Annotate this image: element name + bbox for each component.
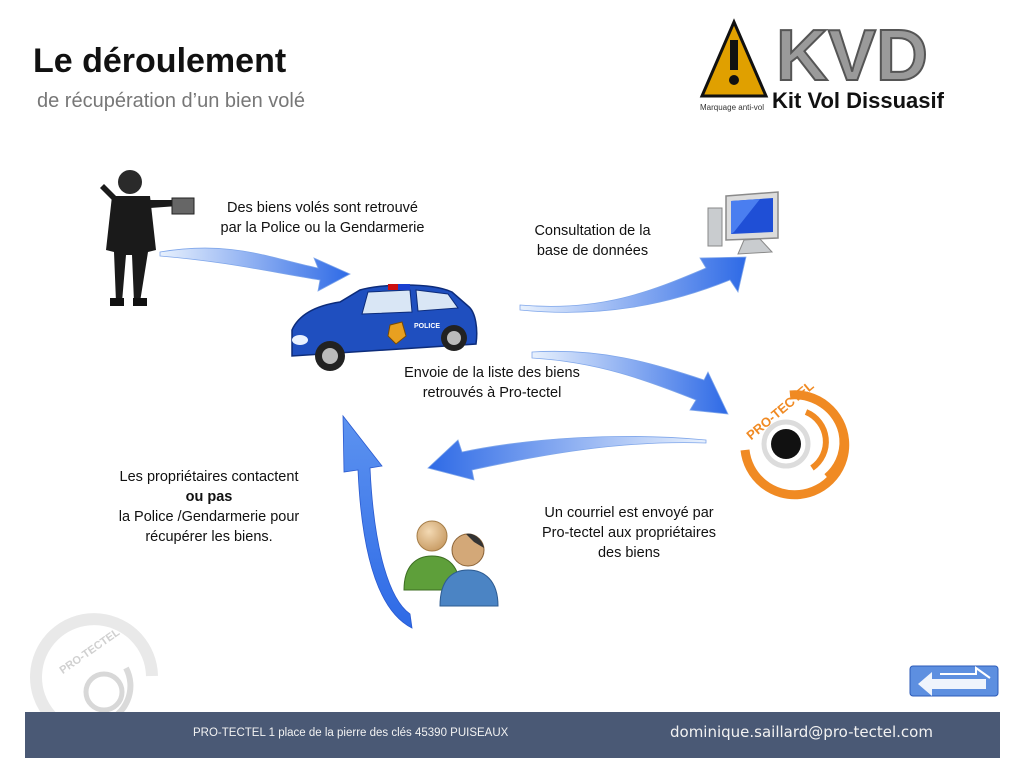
- kvd-tagline: Kit Vol Dissuasif: [772, 88, 945, 113]
- svg-text:POLICE: POLICE: [414, 323, 440, 330]
- arrow-officer-to-car: [159, 247, 351, 292]
- police-car-image: POLICE: [291, 284, 478, 371]
- footer-bar: [25, 712, 1000, 758]
- caption-consult-database: Consultation de la base de données: [534, 223, 651, 259]
- footer-address: PRO-TECTEL 1 place de la pierre des clés…: [193, 727, 509, 739]
- caption-owners-contact: Les propriétaires contactent ou pas la P…: [118, 469, 300, 545]
- protectel-logo: PRO-TECTEL: [740, 378, 850, 500]
- caption-email-sent: Un courriel est envoyé par Pro-tectel au…: [541, 505, 717, 561]
- nav-arrows-button[interactable]: [909, 665, 999, 697]
- caption-found-goods: Des biens volés sont retrouvé par la Pol…: [220, 200, 425, 236]
- page-subtitle: de récupération d’un bien volé: [37, 90, 305, 112]
- computer-icon: [707, 191, 779, 255]
- kvd-small-text: Marquage anti-vol: [700, 103, 764, 112]
- arrow-protectel-to-owners: [427, 436, 707, 481]
- kvd-logo: KVD Kit Vol Dissuasif Marquage anti-vol: [698, 18, 1008, 118]
- svg-text:PRO-TECTEL: PRO-TECTEL: [58, 626, 123, 676]
- owners-people-icon: [403, 520, 499, 607]
- arrow-car-to-computer: [519, 256, 747, 313]
- page-title: Le déroulement: [33, 42, 287, 80]
- caption-send-list: Envoie de la liste des biens retrouvés à…: [404, 365, 580, 401]
- arrow-car-to-protectel: [531, 350, 729, 415]
- footer-email-link[interactable]: dominique.saillard@pro-tectel.com: [670, 723, 933, 741]
- police-officer-figure: [100, 170, 195, 306]
- arrow-owners-to-police: [342, 414, 413, 629]
- kvd-wordmark: KVD: [776, 18, 928, 96]
